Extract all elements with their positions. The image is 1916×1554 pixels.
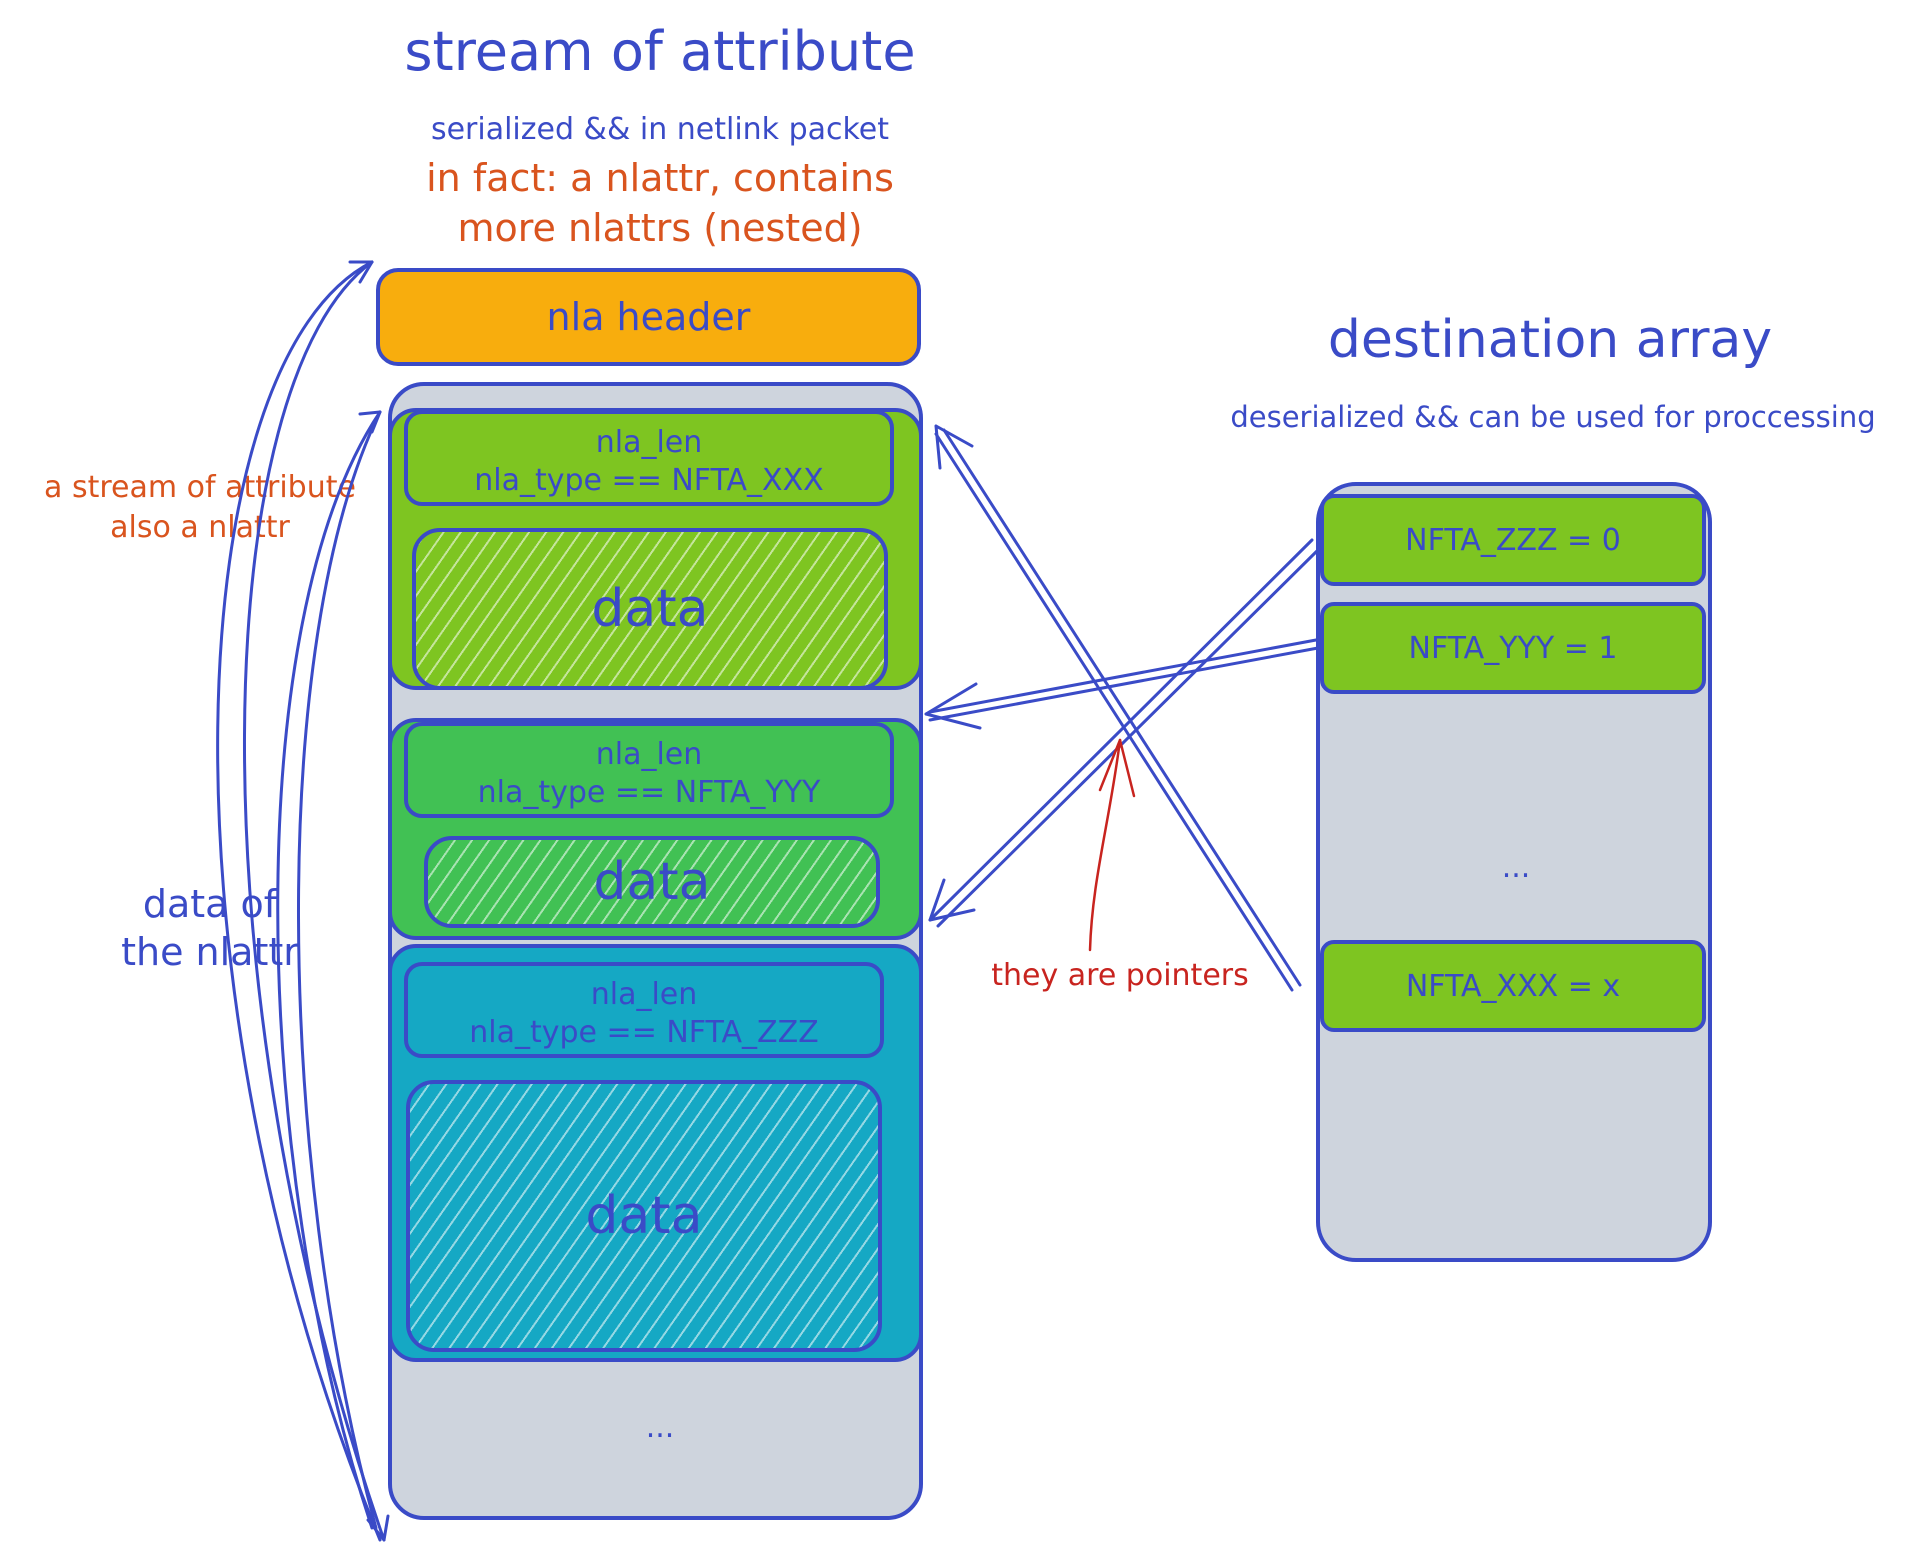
attribute-header-xxx: nla_len nla_type == NFTA_XXX	[404, 410, 894, 506]
destination-ellipsis: ...	[1501, 850, 1531, 885]
data-span-arrow	[297, 410, 382, 1530]
destination-slot-xxx: NFTA_XXX = x	[1320, 940, 1706, 1032]
destination-slot-zzz: NFTA_ZZZ = 0	[1320, 494, 1706, 586]
attribute-data-yyy: data	[424, 836, 880, 928]
nla-type-label: nla_type == NFTA_XXX	[474, 463, 824, 498]
slot-label: NFTA_XXX = x	[1405, 968, 1621, 1004]
stream-span-arrow	[216, 260, 382, 1542]
nla-header-block: nla header	[376, 268, 921, 366]
destination-slot-yyy: NFTA_YYY = 1	[1320, 602, 1706, 694]
data-label: data	[585, 1186, 703, 1246]
deserialized-subtitle: deserialized && can be used for proccess…	[1230, 400, 1876, 434]
attribute-data-xxx: data	[412, 528, 888, 690]
serialized-subtitle: serialized && in netlink packet	[430, 112, 890, 147]
slot-label: NFTA_ZZZ = 0	[1405, 522, 1621, 558]
stream-span-arrow-head-top	[348, 260, 374, 284]
pointer-yyy-head	[924, 682, 982, 730]
fact-note-line2: more nlattrs (nested)	[457, 206, 863, 250]
pointer-yyy	[928, 638, 1318, 714]
pointer-xxx	[934, 432, 1294, 992]
destination-title: destination array	[1327, 310, 1773, 370]
data-span-arrow	[276, 410, 382, 1530]
data-label: data	[591, 579, 709, 639]
pointer-yyy	[928, 646, 1320, 722]
data-label: data	[593, 852, 711, 912]
nla-len-label: nla_len	[595, 425, 703, 460]
pointer-zzz-head	[928, 878, 976, 922]
stream-ellipsis: ...	[645, 1410, 675, 1445]
pointer-zzz	[936, 546, 1322, 928]
data-note-line2: the nlattr	[121, 930, 299, 974]
pointers-note: they are pointers	[991, 958, 1249, 993]
nla-len-label: nla_len	[590, 977, 698, 1012]
pointers-indicator-arrow-head	[1098, 738, 1136, 798]
attribute-data-zzz: data	[406, 1080, 882, 1352]
attribute-header-yyy: nla_len nla_type == NFTA_YYY	[404, 722, 894, 818]
pointer-zzz	[928, 538, 1314, 922]
slot-label: NFTA_YYY = 1	[1408, 630, 1618, 666]
attribute-header-zzz: nla_len nla_type == NFTA_ZZZ	[404, 962, 884, 1058]
data-span-arrow-head-top	[358, 410, 382, 434]
nla-len-label: nla_len	[595, 737, 703, 772]
pointer-xxx-head	[934, 424, 974, 470]
pointers-indicator-arrow	[1088, 738, 1122, 952]
pointer-xxx	[942, 428, 1302, 987]
fact-note-line1: in fact: a nlattr, contains	[426, 156, 894, 200]
stream-note-line1: a stream of attribute	[44, 470, 356, 505]
nla-header-label: nla header	[546, 295, 751, 339]
stream-title: stream of attribute	[404, 20, 916, 83]
nla-type-label: nla_type == NFTA_ZZZ	[469, 1015, 819, 1050]
data-note-line1: data of	[142, 882, 278, 926]
nla-type-label: nla_type == NFTA_YYY	[477, 775, 821, 810]
